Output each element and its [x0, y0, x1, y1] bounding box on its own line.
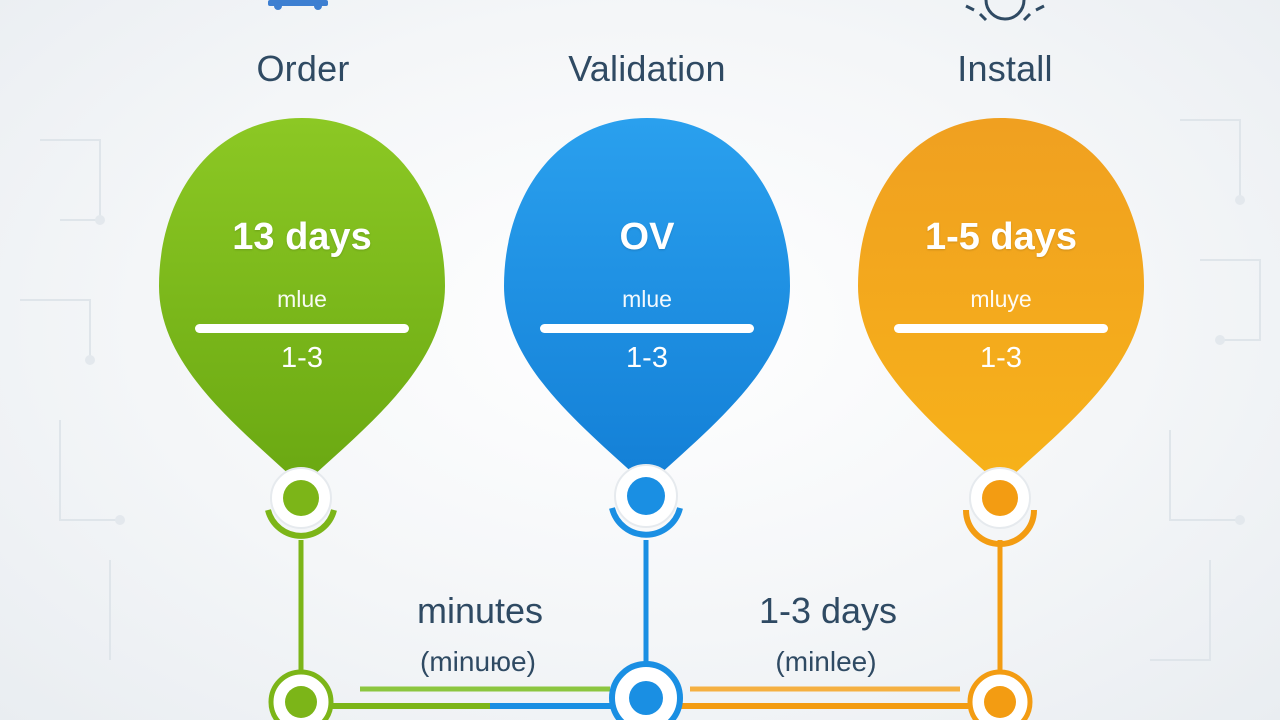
step-title-install: Install: [957, 48, 1053, 89]
pin-validation-divider: [540, 324, 754, 333]
node-upper-green: [265, 467, 337, 539]
node-upper-orange: [963, 467, 1037, 547]
step-title-validation: Validation: [568, 48, 726, 89]
node-upper-blue: [609, 464, 683, 538]
duration-2-label: 1-3 days: [758, 590, 898, 631]
pin-order-divider: [195, 324, 409, 333]
pin-shape-green: [159, 118, 445, 486]
pin-shape-blue: [504, 118, 790, 486]
node-lower-blue: [609, 661, 683, 720]
pin-shape-orange: [858, 118, 1144, 486]
step-title-order: Order: [256, 48, 350, 89]
duration-1-sub: (minuюe): [420, 646, 536, 677]
duration-2-sub: (minlee): [775, 646, 877, 677]
pin-order-sub: mlue: [277, 286, 327, 312]
pin-validation: OV mlue 1-3: [502, 116, 792, 491]
pin-order-main: 13 days: [232, 216, 372, 258]
pin-order-range: 1-3: [281, 342, 323, 374]
truck-icon: [268, 0, 328, 10]
pin-validation-range: 1-3: [626, 342, 668, 374]
node-lower-green: [268, 669, 334, 720]
pin-install-main: 1-5 days: [924, 216, 1078, 258]
pin-order: 13 days mlue 1-3: [157, 116, 447, 491]
pin-install-range: 1-3: [980, 342, 1022, 374]
pin-install-sub: mluye: [970, 286, 1032, 312]
pin-install: 1-5 days mluye 1-3: [856, 116, 1146, 491]
duration-1-label: minutes: [416, 590, 544, 631]
pin-validation-main: OV: [619, 216, 675, 258]
pin-install-divider: [894, 324, 1108, 333]
lightbulb-icon: [965, 0, 1045, 22]
pin-validation-sub: mlue: [622, 286, 672, 312]
node-lower-orange: [967, 669, 1033, 720]
